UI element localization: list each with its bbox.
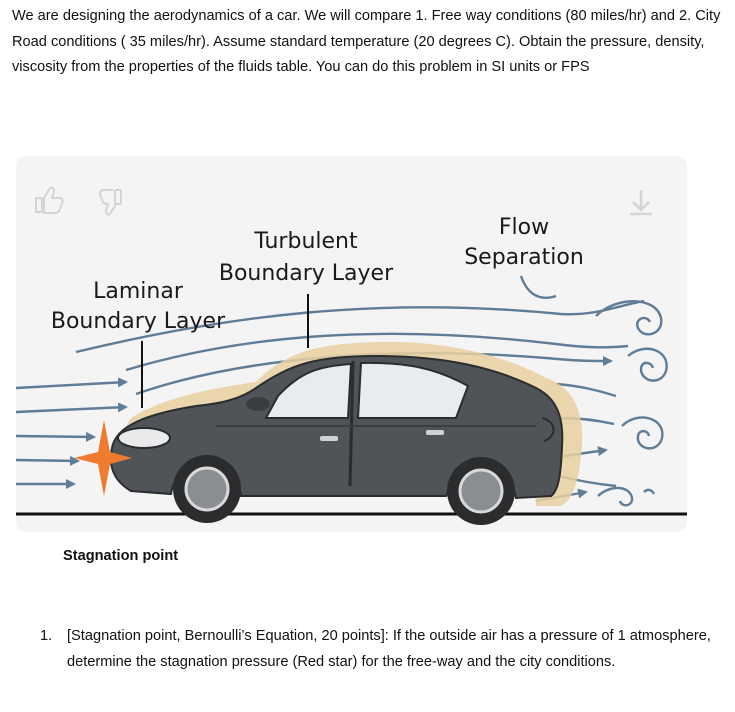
- thumbs-up-icon[interactable]: [35, 186, 64, 214]
- question-text: [Stagnation point, Bernoulli’s Equation,…: [67, 628, 711, 670]
- car-illustration: Laminar Boundary Layer Turbulent Boundar…: [16, 186, 687, 525]
- flow-label: Flow: [499, 215, 549, 240]
- problem-statement: We are designing the aerodynamics of a c…: [12, 8, 721, 75]
- turbulent-label: Turbulent: [253, 229, 358, 254]
- turbulent-boundary-label: Boundary Layer: [219, 261, 394, 286]
- stagnation-star-icon: [74, 420, 132, 496]
- car: [109, 354, 564, 525]
- separation-label: Separation: [464, 245, 584, 270]
- car-aerodynamics-figure: Laminar Boundary Layer Turbulent Boundar…: [16, 156, 687, 532]
- thumbs-down-icon[interactable]: [98, 189, 122, 216]
- question-number: 1.: [40, 628, 53, 644]
- laminar-boundary-label: Boundary Layer: [51, 309, 226, 334]
- laminar-label: Laminar: [93, 279, 184, 304]
- download-icon[interactable]: [630, 190, 652, 216]
- label-pointers: [141, 294, 309, 408]
- stagnation-caption: Stagnation point: [63, 548, 179, 564]
- question-item: 1. [Stagnation point, Bernoulli’s Equati…: [40, 624, 720, 675]
